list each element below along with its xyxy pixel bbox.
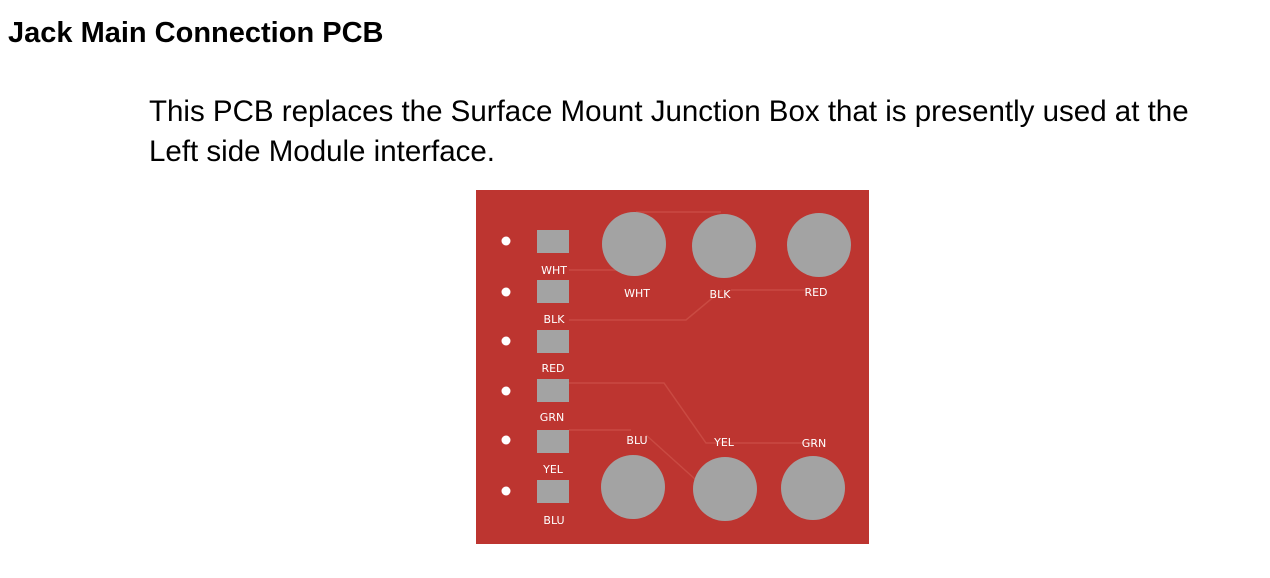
pad-yel xyxy=(537,430,569,453)
silk-label-jack-wht: WHT xyxy=(624,287,650,300)
silk-label-jack-blk: BLK xyxy=(710,288,732,301)
pcb-image: WHT BLK RED GRN YEL BLU WHT BLK RED BLU … xyxy=(476,190,869,544)
description-text: This PCB replaces the Surface Mount Junc… xyxy=(149,95,1189,168)
section-title: Jack Main Connection PCB xyxy=(8,17,384,49)
silk-label-jack-red: RED xyxy=(804,286,827,299)
hole-1 xyxy=(501,236,511,246)
silk-label-left-grn: GRN xyxy=(540,411,564,424)
silk-label-left-blk: BLK xyxy=(544,313,566,326)
jack-yel xyxy=(693,457,757,521)
silk-label-jack-blu: BLU xyxy=(626,434,647,447)
hole-6 xyxy=(501,486,511,496)
silk-label-left-red: RED xyxy=(541,362,564,375)
hole-2 xyxy=(501,287,511,297)
pcb-jack-pads xyxy=(601,212,851,521)
pad-wht xyxy=(537,230,569,253)
pad-red xyxy=(537,330,569,353)
hole-4 xyxy=(501,386,511,396)
hole-3 xyxy=(501,336,511,346)
trace-grn xyxy=(569,382,816,444)
pcb-board-svg: WHT BLK RED GRN YEL BLU WHT BLK RED BLU … xyxy=(476,190,869,544)
jack-blk xyxy=(692,214,756,278)
jack-blu xyxy=(601,455,665,519)
trace-blk xyxy=(569,289,723,321)
pcb-square-pads xyxy=(537,230,569,503)
jack-red xyxy=(787,213,851,277)
pad-grn xyxy=(537,379,569,402)
jack-grn xyxy=(781,456,845,520)
pcb-holes xyxy=(501,236,511,496)
hole-5 xyxy=(501,435,511,445)
pcb-traces xyxy=(569,211,818,481)
silk-label-left-yel: YEL xyxy=(542,463,564,476)
silk-label-left-blu: BLU xyxy=(543,514,564,527)
pad-blu xyxy=(537,480,569,503)
pad-blk xyxy=(537,280,569,303)
silk-label-left-wht: WHT xyxy=(541,264,567,277)
jack-wht xyxy=(602,212,666,276)
silk-label-jack-yel: YEL xyxy=(713,436,735,449)
silk-label-jack-grn: GRN xyxy=(802,437,826,450)
trace-blu xyxy=(645,434,697,481)
